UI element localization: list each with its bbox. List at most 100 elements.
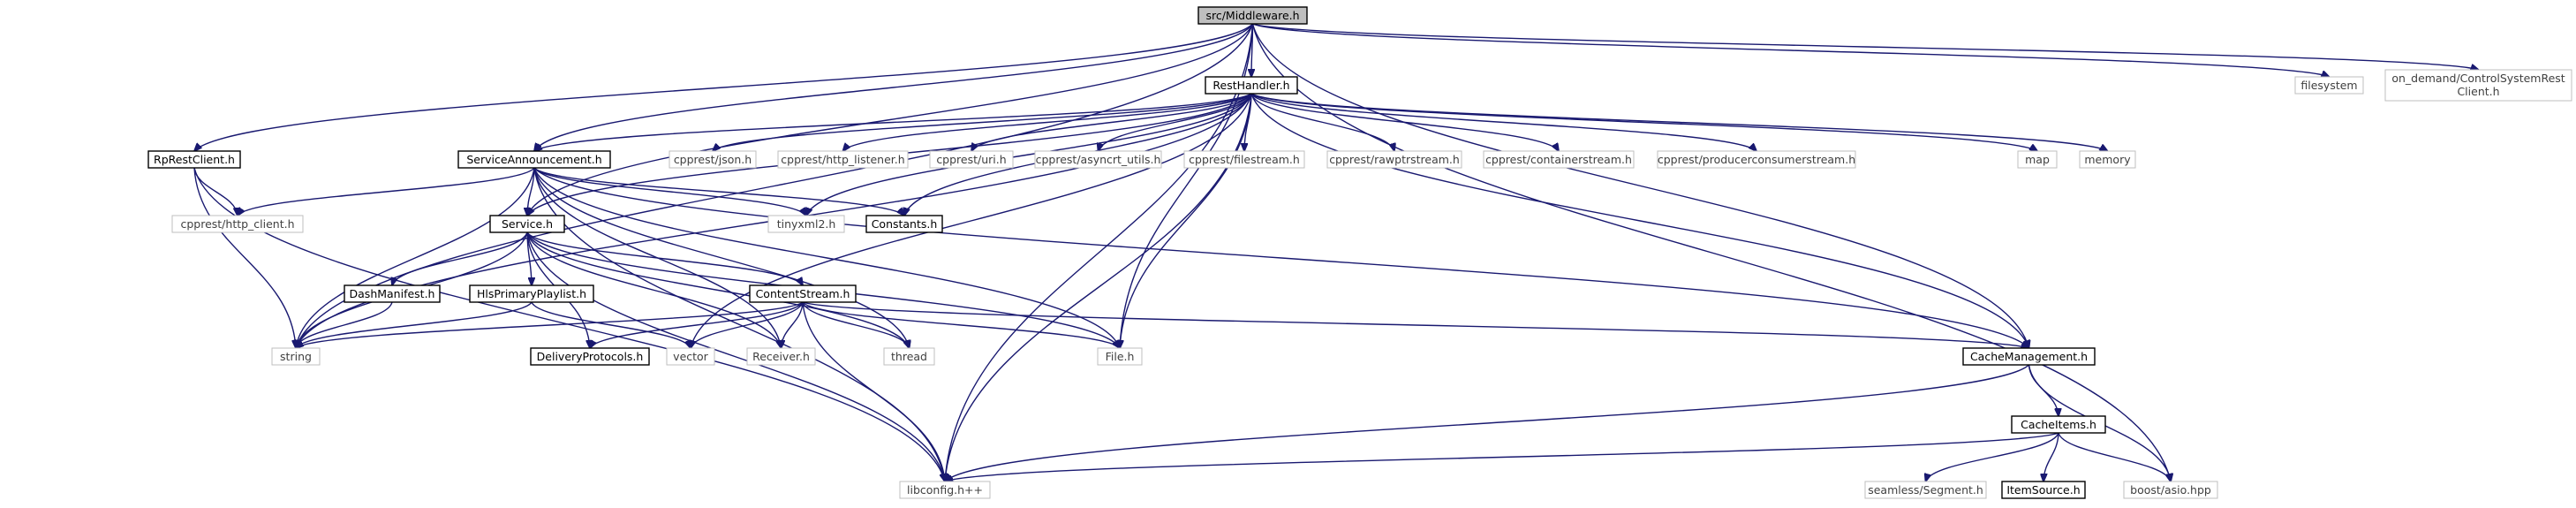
node-deliveryproto[interactable]: DeliveryProtocols.h: [530, 347, 650, 366]
edge-contentstream-to-receiver: [782, 301, 804, 348]
dependency-edges: [193, 23, 2479, 481]
node-label2-ondemand: Client.h: [2457, 85, 2499, 98]
node-cpuri: cpprest/uri.h: [929, 150, 1014, 169]
node-cprawptr: cpprest/rawptrstream.h: [1326, 150, 1462, 169]
edge-rprestclient-to-string: [193, 167, 296, 348]
edge-resthandler-to-cpjson: [713, 93, 1252, 151]
node-label-cpjson: cpprest/json.h: [674, 153, 752, 166]
node-label-filesystem: filesystem: [2300, 79, 2357, 92]
node-receiver: Receiver.h: [746, 347, 816, 366]
edge-middleware-to-fileh: [1120, 23, 1254, 348]
edge-cachemgmt-to-libconfig: [945, 364, 2029, 481]
edge-serviceann-to-cphttpclient: [238, 167, 535, 216]
node-cacheitems[interactable]: CacheItems.h: [2011, 415, 2106, 434]
edge-resthandler-to-tinyxml: [806, 93, 1252, 216]
edge-contentstream-to-libconfig: [802, 301, 945, 481]
node-label-libconfig: libconfig.h++: [907, 483, 983, 497]
node-label-memory: memory: [2084, 153, 2131, 166]
edge-cacheitems-to-boostasio: [2058, 432, 2171, 481]
edge-hlsprimary-to-string: [296, 301, 533, 348]
node-contentstream[interactable]: ContentStream.h: [749, 284, 857, 303]
edge-serviceann-to-string: [296, 167, 535, 348]
edge-service-to-libconfig: [526, 231, 945, 481]
node-cachemgmt[interactable]: CacheManagement.h: [1962, 347, 2096, 366]
node-vector: vector: [666, 347, 715, 366]
node-thread: thread: [883, 347, 935, 366]
node-middleware[interactable]: src/Middleware.h: [1197, 6, 1308, 25]
node-rprestclient[interactable]: RpRestClient.h: [147, 150, 241, 169]
edge-resthandler-to-vector: [691, 93, 1252, 348]
node-filesystem: filesystem: [2294, 76, 2364, 95]
edge-middleware-to-cachemgmt: [1251, 23, 2029, 348]
edge-contentstream-to-vector: [691, 301, 804, 348]
edge-service-to-thread: [526, 231, 910, 348]
node-fileh: File.h: [1097, 347, 1143, 366]
edge-serviceann-to-constants: [533, 167, 904, 216]
node-label-itemsource: ItemSource.h: [2006, 483, 2080, 497]
node-label-cachemgmt: CacheManagement.h: [1970, 350, 2088, 363]
edge-resthandler-to-fileh: [1120, 93, 1252, 348]
node-label-cpfilestream: cpprest/filestream.h: [1189, 153, 1300, 166]
node-label-cphttpclient: cpprest/http_client.h: [180, 217, 294, 231]
edge-resthandler-to-cpcontainer: [1250, 93, 1559, 151]
edge-resthandler-to-cpasync: [1099, 93, 1252, 151]
node-label-cacheitems: CacheItems.h: [2021, 418, 2096, 431]
edge-middleware-to-boostasio: [1251, 23, 2172, 481]
node-label-tinyxml: tinyxml2.h: [777, 217, 836, 231]
edge-contentstream-to-deliveryproto: [590, 301, 804, 348]
edge-cacheitems-to-libconfig: [945, 432, 2059, 481]
edge-contentstream-to-string: [296, 301, 804, 348]
edge-hlsprimary-to-vector: [531, 301, 691, 348]
node-label-cprawptr: cpprest/rawptrstream.h: [1329, 153, 1460, 166]
node-label-cpasync: cpprest/asyncrt_utils.h: [1036, 153, 1161, 166]
node-cphttpclient: cpprest/http_client.h: [171, 215, 304, 233]
edge-serviceann-to-tinyxml: [533, 167, 806, 216]
node-cpfilestream: cpprest/filestream.h: [1183, 150, 1305, 169]
node-label-vector: vector: [673, 350, 709, 363]
edge-resthandler-to-cpprodcons: [1250, 93, 1756, 151]
node-constants[interactable]: Constants.h: [865, 215, 943, 233]
edge-serviceann-to-cachemgmt: [533, 167, 2029, 348]
node-resthandler[interactable]: RestHandler.h: [1205, 76, 1298, 95]
edge-contentstream-to-cachemgmt: [802, 301, 2029, 348]
node-label-dashmanifest: DashManifest.h: [350, 287, 435, 300]
node-label-receiver: Receiver.h: [752, 350, 810, 363]
node-label-constants: Constants.h: [872, 217, 938, 231]
node-service[interactable]: Service.h: [489, 215, 565, 233]
node-label-boostasio: boost/asio.hpp: [2130, 483, 2211, 497]
node-label-ondemand: on_demand/ControlSystemRest: [2391, 72, 2565, 85]
node-cphttplistener: cpprest/http_listener.h: [777, 150, 909, 169]
node-label-hlsprimary: HlsPrimaryPlaylist.h: [477, 287, 586, 300]
node-cpjson: cpprest/json.h: [669, 150, 757, 169]
edge-service-to-contentstream: [526, 231, 803, 285]
edge-middleware-to-serviceann: [534, 23, 1254, 151]
node-cpprodcons: cpprest/producerconsumerstream.h: [1657, 150, 1856, 169]
edge-rprestclient-to-cphttpclient: [193, 167, 238, 216]
node-label-service: Service.h: [502, 217, 553, 231]
node-dashmanifest[interactable]: DashManifest.h: [344, 284, 441, 303]
node-memory: memory: [2079, 150, 2136, 169]
node-string: string: [271, 347, 321, 366]
node-label-thread: thread: [891, 350, 927, 363]
edge-resthandler-to-memory: [1250, 93, 2108, 151]
node-label-string: string: [280, 350, 312, 363]
node-map: map: [2017, 150, 2058, 169]
edge-middleware-to-filesystem: [1252, 23, 2330, 77]
node-itemsource[interactable]: ItemSource.h: [2001, 481, 2086, 499]
node-serviceann[interactable]: ServiceAnnouncement.h: [457, 150, 611, 169]
node-label-seamless: seamless/Segment.h: [1868, 483, 1983, 497]
node-boostasio: boost/asio.hpp: [2123, 481, 2218, 499]
edge-cacheitems-to-seamless: [1926, 432, 2059, 481]
node-hlsprimary[interactable]: HlsPrimaryPlaylist.h: [469, 284, 594, 303]
node-label-cpcontainer: cpprest/containerstream.h: [1485, 153, 1632, 166]
node-cpasync: cpprest/asyncrt_utils.h: [1034, 150, 1162, 169]
edge-service-to-receiver: [526, 231, 782, 348]
edge-middleware-to-rprestclient: [194, 23, 1254, 151]
node-label-deliveryproto: DeliveryProtocols.h: [537, 350, 644, 363]
node-label-map: map: [2025, 153, 2050, 166]
edge-contentstream-to-fileh: [802, 301, 1120, 348]
edge-resthandler-to-cprawptr: [1250, 93, 1394, 151]
node-label-fileh: File.h: [1106, 350, 1135, 363]
